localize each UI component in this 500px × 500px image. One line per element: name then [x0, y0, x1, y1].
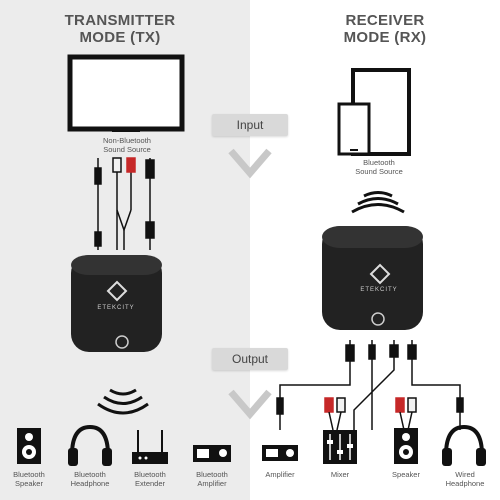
tx-output-label: Bluetooth Headphone — [70, 470, 110, 488]
tx-output-label: Bluetooth Amplifier — [196, 470, 228, 488]
headphone-icon — [68, 424, 112, 466]
tx-output-label: Bluetooth Extender — [134, 470, 166, 488]
tx-cables — [94, 157, 155, 250]
amplifier-icon — [262, 445, 298, 461]
speaker-icon — [17, 428, 41, 464]
amplifier-icon — [193, 445, 231, 462]
rx-output-label: Wired Headphone — [445, 470, 485, 488]
speaker-icon — [394, 428, 418, 464]
mixer-icon — [323, 430, 357, 464]
rx-brand-label: ETEKCITY — [360, 287, 398, 293]
tx-output-label: Bluetooth Speaker — [13, 470, 45, 488]
rx-output-label: Speaker — [392, 470, 420, 479]
tx-device — [71, 255, 162, 352]
headphone-icon — [442, 424, 486, 466]
tx-source-label: Non-Bluetooth Sound Source — [103, 136, 151, 154]
output-badge: Output — [212, 348, 288, 370]
input-badge: Input — [212, 114, 288, 136]
rx-output-label: Mixer — [330, 470, 350, 479]
rx-cables — [276, 340, 464, 431]
tv-icon — [67, 54, 185, 132]
rx-wireless-waves-icon — [351, 191, 405, 214]
receiver-mode-title: RECEIVER MODE (RX) — [343, 12, 427, 46]
tx-wireless-waves-icon — [97, 388, 149, 415]
tx-brand-label: ETEKCITY — [97, 305, 135, 311]
output-arrow-icon — [228, 389, 272, 420]
rx-source-label: Bluetooth Sound Source — [355, 158, 403, 176]
tablet-phone-icon — [337, 68, 411, 156]
input-arrow-icon — [228, 148, 272, 179]
router-icon — [132, 430, 168, 464]
rx-output-label: Amplifier — [265, 470, 295, 479]
rx-device — [322, 226, 423, 330]
transmitter-mode-title: TRANSMITTER MODE (TX) — [64, 12, 176, 46]
